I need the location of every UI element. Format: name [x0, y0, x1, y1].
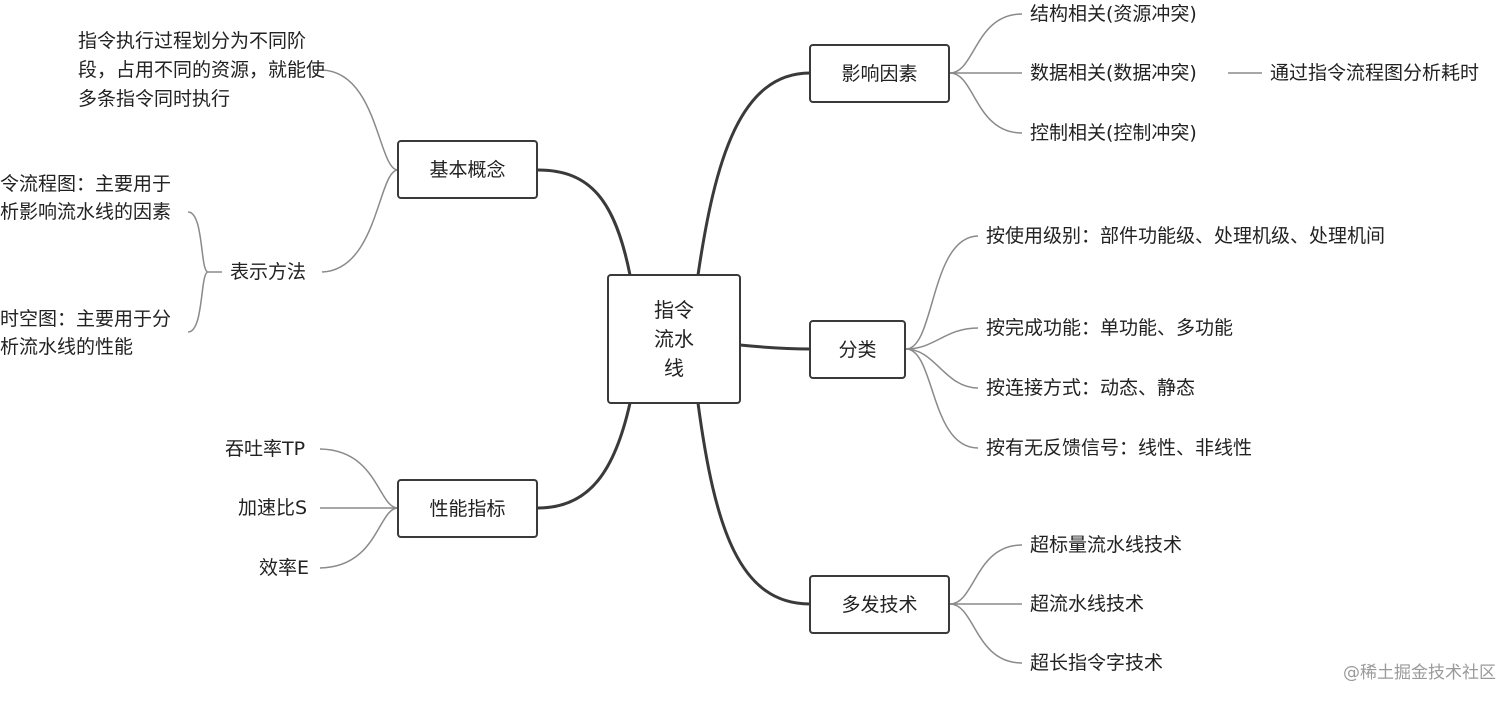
class-item-level[interactable]: 按使用级别：部件功能级、处理机级、处理机间 [986, 225, 1386, 247]
class-item-function[interactable]: 按完成功能：单功能、多功能 [986, 317, 1234, 339]
factor-item-data-note[interactable]: 通过指令流程图分析耗时 [1270, 62, 1480, 84]
representation-label[interactable]: 表示方法 [230, 261, 307, 283]
perf-item-throughput[interactable]: 吞吐率TP [225, 438, 306, 460]
multi-issue-node[interactable]: 多发技术 [809, 575, 950, 634]
link-class-feedback [905, 348, 979, 449]
link-class-connection [905, 348, 979, 389]
link-class-level [905, 235, 979, 350]
representation-flowchart[interactable]: 指令流程图：主要用于分析影响流水线的因素 [0, 173, 172, 223]
link-multi-vliw [949, 603, 1023, 664]
factor-item-data[interactable]: 数据相关(数据冲突) [1030, 62, 1197, 84]
multi-item-superpipeline[interactable]: 超流水线技术 [1030, 593, 1145, 615]
factor-item-control[interactable]: 控制相关(控制冲突) [1030, 122, 1197, 144]
root-line-2: 流水 [654, 326, 694, 351]
factors-node[interactable]: 影响因素 [809, 44, 950, 103]
class-item-feedback[interactable]: 按有无反馈信号：线性、非线性 [986, 437, 1253, 459]
root-node[interactable]: 指令 流水 线 [607, 274, 741, 404]
link-representation-bracket [187, 211, 209, 333]
link-perf-e [319, 507, 399, 569]
link-factors-control [949, 72, 1023, 134]
link-root-classification [738, 343, 812, 351]
link-basic-representation [321, 169, 399, 273]
factor-item-structure[interactable]: 结构相关(资源冲突) [1030, 3, 1197, 25]
perf-item-speedup[interactable]: 加速比S [238, 497, 308, 519]
root-line-1: 指令 [654, 297, 694, 322]
link-basic-concept [321, 69, 399, 171]
representation-spacetime[interactable]: 时空图：主要用于分析流水线的性能 [0, 308, 172, 358]
basic-concept-node[interactable]: 基本概念 [397, 140, 538, 199]
link-root-factors [696, 71, 812, 277]
link-multi-superscalar [949, 544, 1023, 605]
classification-node[interactable]: 分类 [809, 320, 906, 379]
link-perf-tp [319, 448, 399, 509]
link-root-performance [536, 401, 632, 510]
link-class-function [905, 327, 979, 350]
link-factors-structure [949, 13, 1023, 74]
root-line-3: 线 [664, 355, 684, 380]
multi-item-superscalar[interactable]: 超标量流水线技术 [1030, 534, 1183, 556]
basic-concept-text[interactable]: 指令执行过程划分为不同阶段，占用不同的资源，就能使多条指令同时执行 [78, 30, 326, 110]
multi-item-vliw[interactable]: 超长指令字技术 [1030, 652, 1164, 674]
link-root-basic [536, 168, 632, 277]
performance-node[interactable]: 性能指标 [397, 479, 538, 538]
watermark: @稀土掘金技术社区 [1343, 663, 1496, 683]
perf-item-efficiency[interactable]: 效率E [259, 557, 310, 579]
class-item-connection[interactable]: 按连接方式：动态、静态 [986, 377, 1196, 399]
link-root-multi-issue [696, 401, 812, 606]
